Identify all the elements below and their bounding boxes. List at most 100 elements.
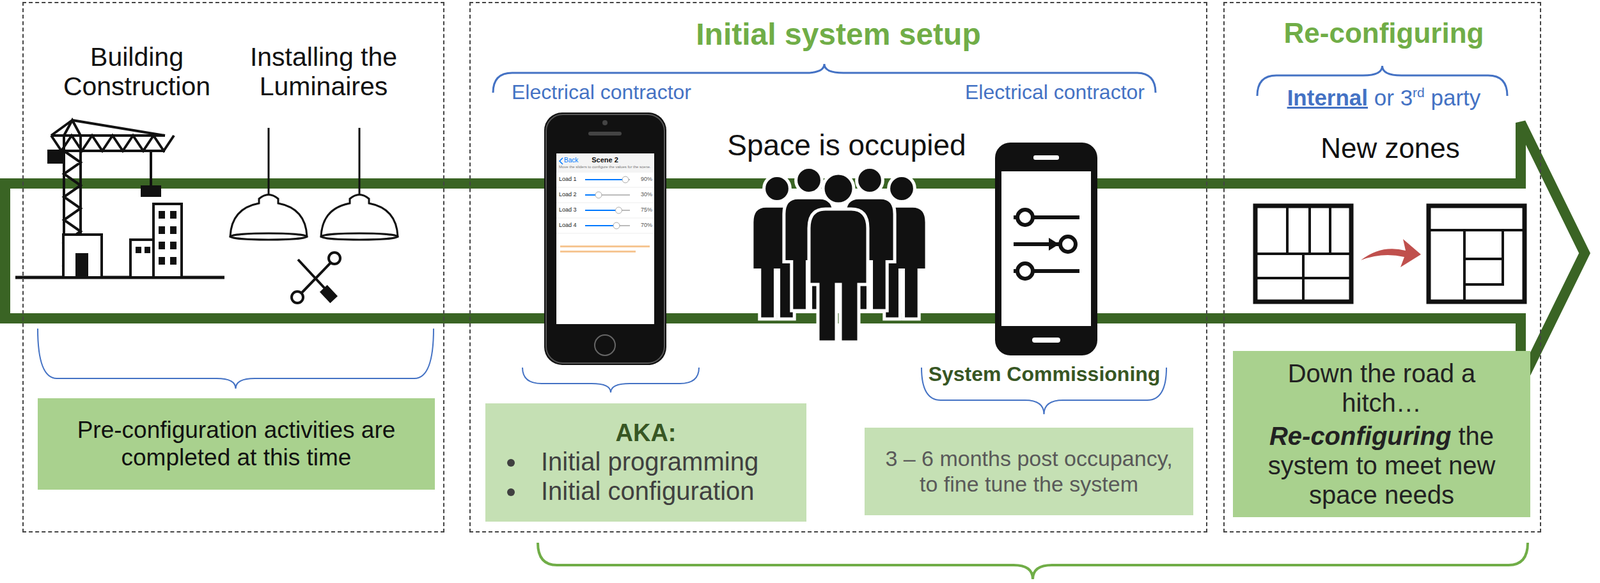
stage-heading: Space is occupied	[686, 129, 1007, 163]
screen-text: Load 1	[558, 175, 584, 183]
people-icon	[888, 175, 916, 203]
commissioning-phone	[1017, 263, 1033, 279]
crane-icon	[51, 120, 165, 136]
note-text: AKA:	[494, 419, 798, 448]
crane-icon	[15, 276, 225, 280]
note-box: Down the road a hitch…Re-configuring the…	[1232, 351, 1531, 518]
crane-icon	[158, 241, 165, 250]
luminaire-icon	[230, 127, 398, 240]
luminaire-icon	[268, 127, 360, 199]
commissioning-phone	[1060, 236, 1076, 252]
commissioning-phone	[1001, 171, 1091, 327]
smartphone-screenshot	[556, 233, 655, 235]
stage-heading: System Commissioning	[897, 363, 1192, 387]
crane-icon	[158, 211, 165, 219]
smartphone-screenshot	[594, 335, 616, 356]
smartphone-screenshot	[546, 114, 665, 364]
smartphone-screenshot	[544, 112, 667, 366]
smartphone-screenshot	[585, 225, 617, 227]
crane-icon	[170, 257, 177, 265]
tools-icon	[321, 287, 336, 302]
commissioning-phone	[1048, 237, 1059, 251]
stage-heading: Internal or 3rd party	[1236, 85, 1531, 110]
smartphone-screenshot	[559, 157, 563, 165]
timeline-arrow	[5, 122, 1585, 384]
people-icon	[823, 173, 854, 204]
screen-text: 75%	[631, 206, 653, 214]
note-box: 3 – 6 months post occupancy, to fine tun…	[864, 427, 1194, 516]
curly-bracket	[522, 367, 699, 393]
crane-icon	[63, 234, 102, 278]
smartphone-screenshot	[585, 209, 620, 212]
screen-text: Load 3	[558, 206, 584, 214]
note-text: Down the road a hitch…	[1248, 358, 1515, 418]
note-text: 3 – 6 months post occupancy, to fine tun…	[876, 446, 1182, 497]
note-text: Initial programming	[494, 447, 798, 477]
crane-icon	[144, 246, 151, 254]
smartphone-screenshot	[556, 153, 655, 173]
commissioning-phone	[1033, 155, 1059, 160]
crane-icon	[130, 239, 155, 278]
note-text: Pre-configuration activities are complet…	[47, 416, 425, 472]
smartphone-screenshot	[595, 191, 602, 199]
smartphone-screenshot	[556, 153, 655, 325]
crane-icon	[158, 257, 165, 265]
stage-heading: New zones	[1262, 132, 1519, 164]
crane-icon	[149, 150, 153, 187]
smartphone-screenshot	[556, 176, 655, 234]
zone-plan-before	[1255, 205, 1352, 302]
crane-icon	[170, 211, 177, 219]
smartphone-screenshot	[556, 202, 655, 204]
crane-icon	[48, 150, 63, 163]
screen-text: Load 4	[558, 221, 584, 229]
screen-text: Move the sliders to configure the values…	[558, 164, 652, 170]
zone-plan-after	[1428, 230, 1525, 302]
people-icon	[856, 167, 884, 194]
stage-heading: Initial system setup	[614, 17, 1063, 52]
zone-plan-after	[1428, 205, 1525, 302]
stage-heading: Re-configuring	[1236, 17, 1531, 49]
curly-bracket	[537, 542, 1528, 580]
curly-bracket	[37, 328, 434, 389]
smartphone-screenshot	[560, 250, 636, 253]
luminaire-icon	[230, 233, 307, 240]
screen-text: Back	[564, 156, 590, 165]
stage-heading: Building Construction	[47, 42, 227, 102]
smartphone-screenshot	[622, 176, 629, 183]
commissioning-phone	[1013, 209, 1080, 279]
crane-icon	[135, 211, 177, 265]
stage-panel: Initial system setupElectrical contracto…	[469, 1, 1208, 533]
crane-icon	[15, 120, 225, 278]
commissioning-phone	[1032, 337, 1061, 343]
tools-icon	[291, 291, 304, 304]
smartphone-screenshot	[544, 112, 667, 366]
crane-icon	[76, 254, 87, 278]
luminaire-icon	[230, 195, 307, 238]
note-text: Initial configuration	[494, 476, 798, 506]
stage-panel: Building ConstructionInstalling the Lumi…	[22, 1, 445, 533]
crane-icon	[170, 226, 177, 235]
note-text: Re-configuring the system to meet new sp…	[1248, 421, 1515, 510]
tools-icon	[299, 260, 333, 296]
crane-icon	[158, 226, 165, 235]
smartphone-screenshot	[613, 222, 620, 229]
crane-icon	[141, 186, 160, 196]
crane-icon	[153, 203, 182, 278]
smartphone-screenshot	[560, 245, 650, 248]
people-icon	[764, 175, 791, 203]
tools-icon	[328, 252, 341, 265]
note-box: Pre-configuration activities are complet…	[37, 398, 435, 490]
smartphone-screenshot	[588, 131, 622, 136]
change-arrow	[1360, 239, 1421, 268]
stage-panel: Re-configuringInternal or 3rd partyNew z…	[1223, 1, 1542, 533]
stage-heading: Installing the Luminaires	[234, 42, 414, 102]
smartphone-screenshot	[585, 194, 630, 196]
luminaire-icon	[321, 233, 398, 240]
smartphone-screenshot	[602, 120, 608, 126]
smartphone-screenshot	[556, 218, 655, 219]
smartphone-screenshot	[585, 179, 626, 181]
stage-heading: Electrical contractor	[511, 81, 781, 105]
stage-heading: Electrical contractor	[876, 81, 1145, 105]
screen-text: Scene 2	[579, 156, 631, 165]
screen-text: 70%	[631, 221, 653, 229]
